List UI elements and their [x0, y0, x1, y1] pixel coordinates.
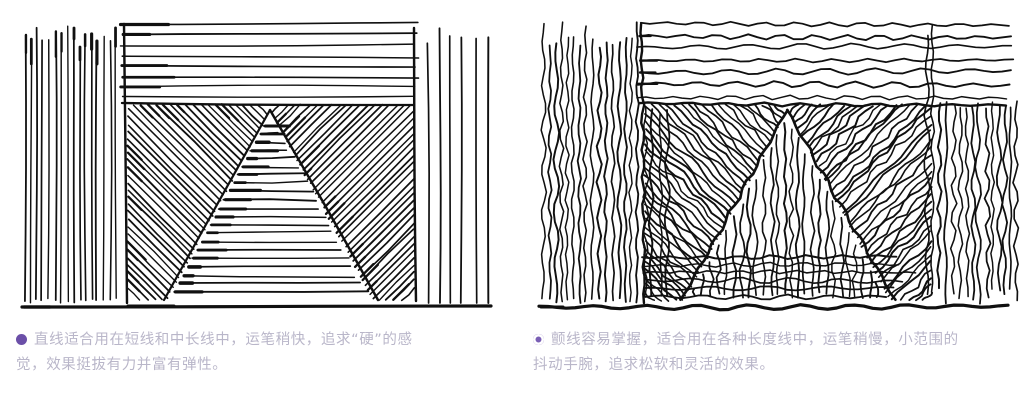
caption-line-1: 直线适合用在短线和中长线中，运笔稍快，追求“硬”的感 — [34, 332, 413, 348]
caption-tremble-line: 颤线容易掌握，适合用在各种长度线中，运笔稍慢，小范围的 抖动手腕，追求松软和灵活… — [517, 322, 1034, 378]
figure-straight-line — [0, 0, 517, 322]
caption-straight-line: 直线适合用在短线和中长线中，运笔稍快，追求“硬”的感 觉，效果挺拔有力并富有弹性… — [0, 322, 517, 378]
caption-line-2: 觉，效果挺拔有力并富有弹性。 — [16, 357, 228, 373]
bullet-icon — [16, 334, 27, 345]
figure-tremble-line — [517, 0, 1034, 322]
panel-straight-line: 直线适合用在短线和中长线中，运笔稍快，追求“硬”的感 觉，效果挺拔有力并富有弹性… — [0, 0, 517, 378]
straight-line-hatching-drawing — [20, 21, 493, 309]
caption-line-1: 颤线容易掌握，适合用在各种长度线中，运笔稍慢，小范围的 — [551, 332, 959, 348]
tremble-line-hatching-drawing — [537, 20, 1020, 312]
bullet-ring-icon — [533, 334, 544, 345]
panel-tremble-line: 颤线容易掌握，适合用在各种长度线中，运笔稍慢，小范围的 抖动手腕，追求松软和灵活… — [517, 0, 1034, 404]
caption-line-2: 抖动手腕，追求松软和灵活的效果。 — [533, 357, 775, 373]
